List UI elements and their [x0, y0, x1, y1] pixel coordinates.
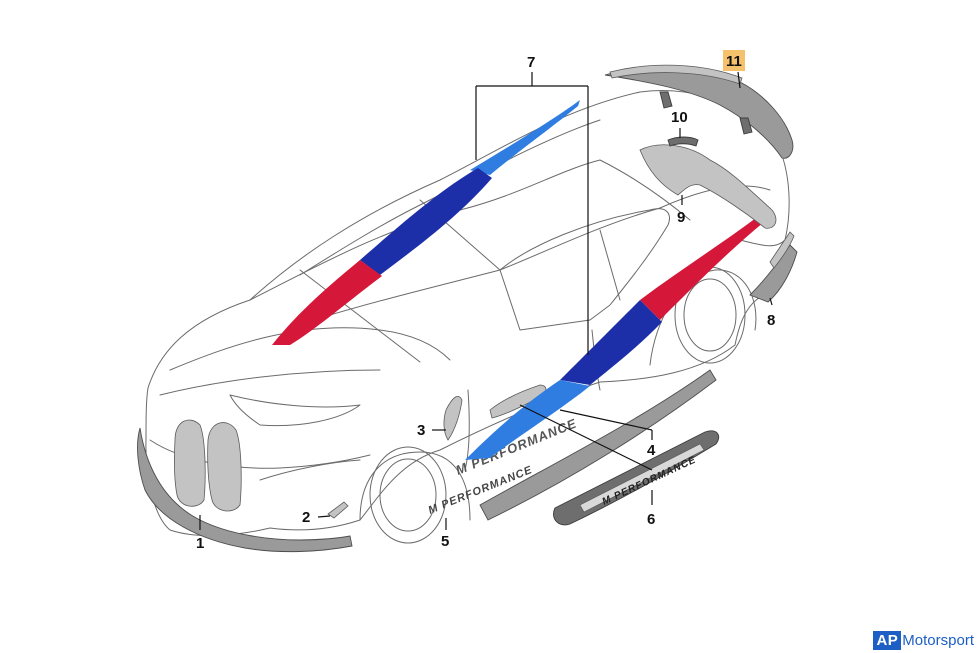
side-skirt	[479, 369, 717, 521]
rear-emblem	[667, 136, 699, 147]
callout-2: 2	[302, 509, 310, 526]
rear-bumper-trim	[769, 231, 795, 269]
fender-gill	[443, 396, 463, 441]
roof-stripe-red	[272, 260, 382, 345]
roof-stripe-dark-blue	[360, 168, 492, 275]
callout-1: 1	[196, 535, 204, 552]
callout-9: 9	[677, 209, 685, 226]
watermark-ap: AP	[873, 630, 902, 650]
apmotorsport-watermark: AP Motorsport	[873, 630, 974, 650]
kidney-grille	[174, 419, 242, 512]
callout-8: 8	[767, 312, 775, 329]
trunk-panel	[639, 144, 777, 229]
callout-10: 10	[671, 109, 688, 126]
callout-5: 5	[441, 533, 449, 550]
callouts: 1 2 3 4 5 6 7 8 9 10 11	[196, 50, 775, 552]
callout-6: 6	[647, 511, 655, 528]
side-stripe-red	[640, 215, 764, 320]
front-bumper-trim	[327, 501, 349, 519]
side-stripe-light-blue	[465, 380, 590, 460]
car-body-outline	[145, 90, 790, 544]
leader-lines	[199, 71, 773, 530]
callout-11-highlight	[723, 50, 745, 71]
callout-7: 7	[527, 54, 535, 71]
rear-diffuser	[749, 244, 798, 303]
callout-11: 11	[726, 53, 742, 70]
callout-3: 3	[417, 422, 425, 439]
watermark-rest: Motorsport	[902, 631, 974, 649]
callout-4: 4	[647, 442, 656, 459]
m-stripes	[272, 100, 764, 460]
roof-stripe-light-blue	[470, 100, 580, 175]
door-sill-plate: M PERFORMANCE	[553, 430, 720, 526]
side-stripe-dark-blue	[560, 300, 662, 385]
